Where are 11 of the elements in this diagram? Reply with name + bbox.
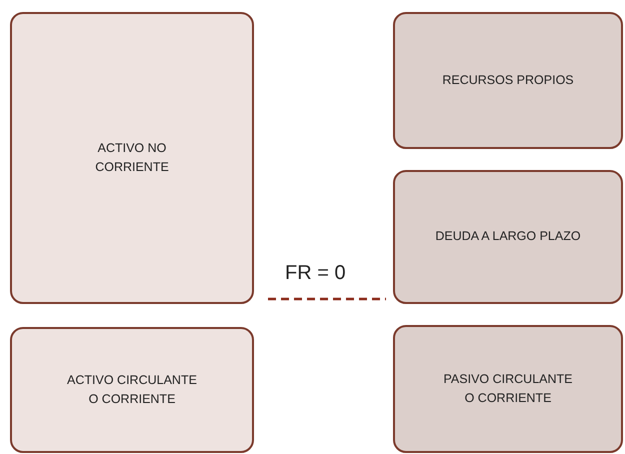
box-label: DEUDA A LARGO PLAZO	[435, 228, 581, 246]
box-label: RECURSOS PROPIOS	[442, 72, 574, 89]
rounded-box	[393, 325, 623, 453]
box-label: ACTIVO CIRCULANTE O CORRIENTE	[66, 372, 198, 408]
rounded-box	[10, 12, 254, 304]
box-label: PASIVO CIRCULANTE O CORRIENTE	[442, 370, 574, 407]
box-label: ACTIVO NO CORRIENTE	[94, 140, 170, 176]
rounded-box	[10, 327, 254, 453]
equation-label: FR = 0	[285, 262, 346, 285]
rounded-box	[393, 12, 623, 149]
rounded-box	[393, 170, 623, 304]
